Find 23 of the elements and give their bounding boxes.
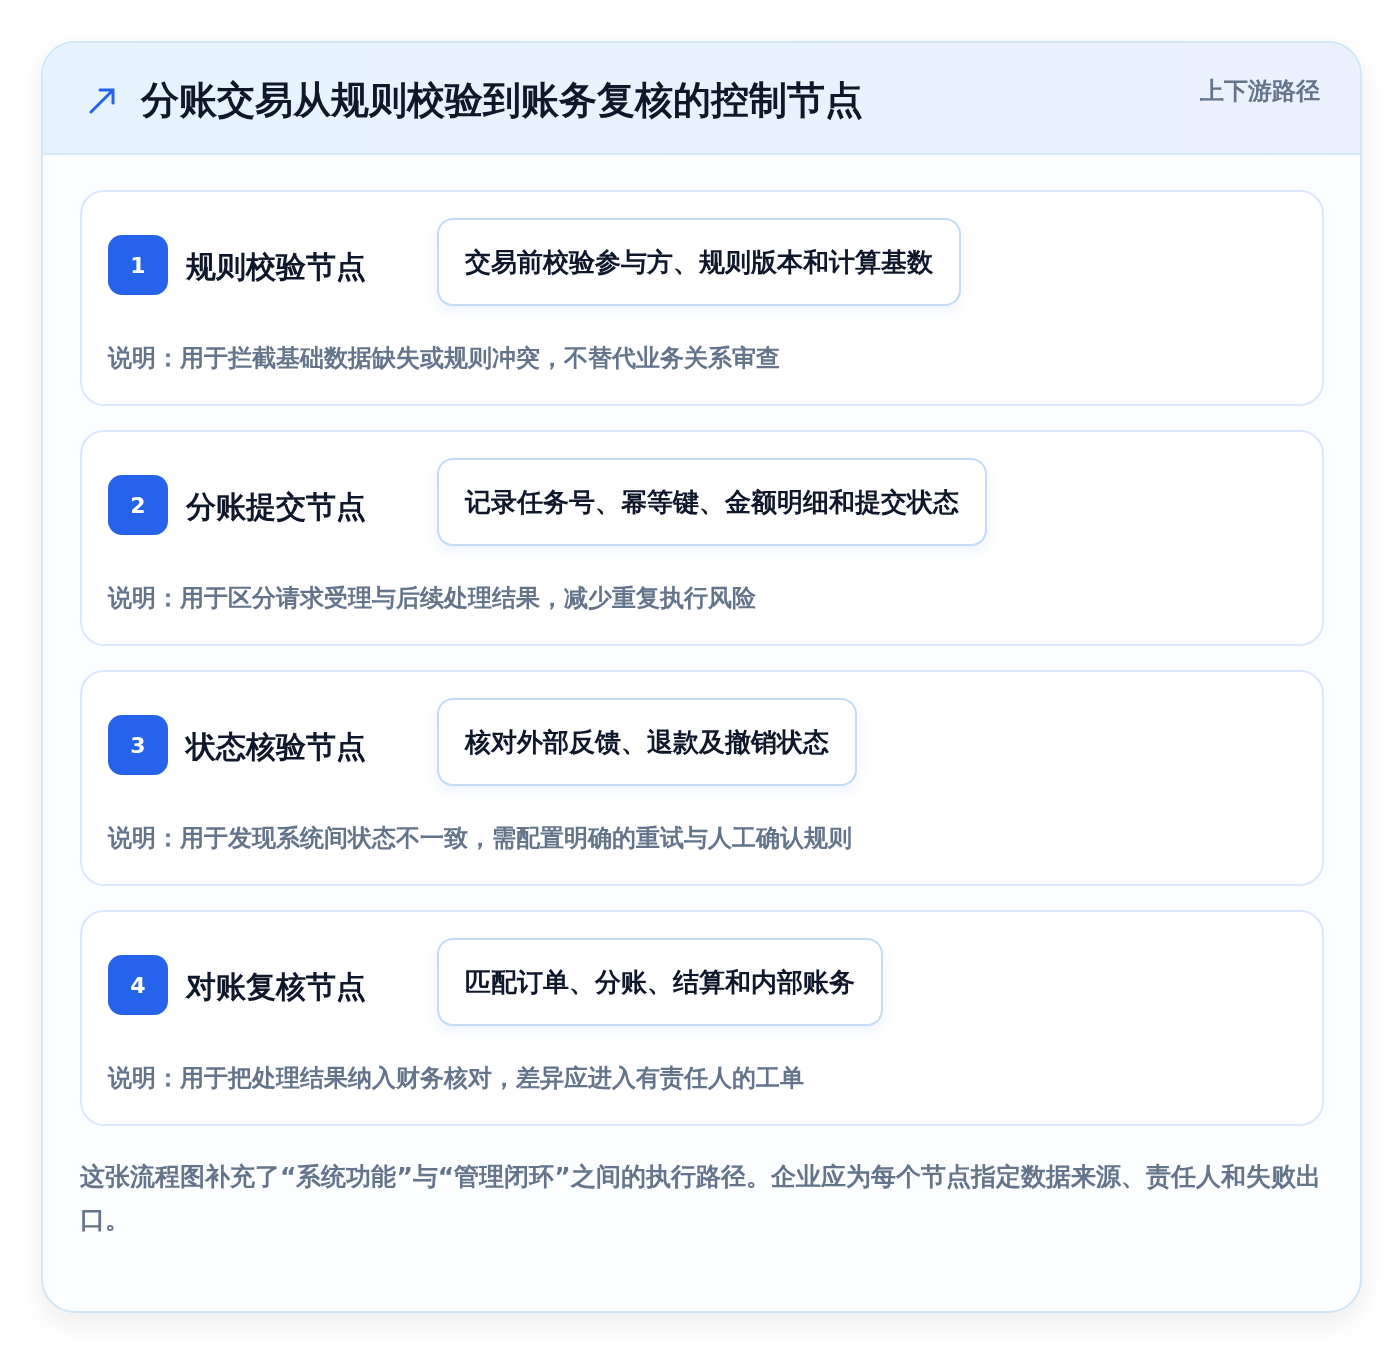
step-card bbox=[80, 190, 1324, 406]
step-heading: 状态核验节点 bbox=[186, 728, 366, 766]
step-card bbox=[80, 430, 1324, 646]
step-note: 说明：用于区分请求受理与后续处理结果，减少重复执行风险 bbox=[108, 583, 756, 614]
step-number: 2 bbox=[108, 475, 168, 535]
detail-box: 交易前校验参与方、规则版本和计算基数 bbox=[437, 218, 961, 306]
step-heading: 对账复核节点 bbox=[186, 968, 366, 1006]
step-note: 说明：用于拦截基础数据缺失或规则冲突，不替代业务关系审查 bbox=[108, 343, 780, 374]
step-card bbox=[80, 910, 1324, 1126]
step-heading: 规则校验节点 bbox=[186, 248, 366, 286]
step-number: 4 bbox=[108, 955, 168, 1015]
step-note: 说明：用于发现系统间状态不一致，需配置明确的重试与人工确认规则 bbox=[108, 823, 852, 854]
detail-box: 匹配订单、分账、结算和内部账务 bbox=[437, 938, 883, 1026]
step-number: 1 bbox=[108, 235, 168, 295]
step-card bbox=[80, 670, 1324, 886]
step-number: 3 bbox=[108, 715, 168, 775]
caption: 这张流程图补充了“系统功能”与“管理闭环”之间的执行路径。企业应为每个节点指定数据来源、责任人和失败出口。 bbox=[80, 1161, 1322, 1236]
step-heading: 分账提交节点 bbox=[186, 488, 366, 526]
step-note: 说明：用于把处理结果纳入财务核对，差异应进入有责任人的工单 bbox=[108, 1063, 804, 1094]
header-tag: 上下游路径 bbox=[1200, 75, 1320, 107]
detail-box: 记录任务号、幂等键、金额明细和提交状态 bbox=[437, 458, 987, 546]
title: 分账交易从规则校验到账务复核的控制节点 bbox=[141, 77, 863, 124]
detail-box: 核对外部反馈、退款及撤销状态 bbox=[437, 698, 857, 786]
